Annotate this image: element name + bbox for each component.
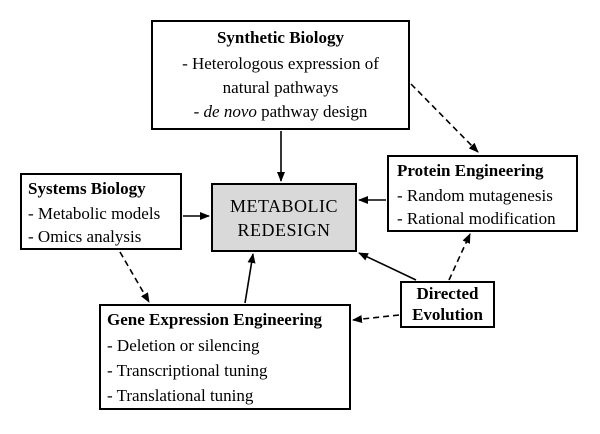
protein-engineering-item-1: - Random mutagenesis <box>397 186 553 205</box>
metabolic-redesign-line-1: METABOLIC <box>229 196 339 216</box>
metabolic-redesign-line-2: REDESIGN <box>237 220 331 240</box>
protein-engineering-title: Protein Engineering <box>397 161 544 180</box>
arrow-gene-to-metabolic <box>244 253 256 304</box>
gene-expression-engineering-box: Gene Expression Engineering - Deletion o… <box>99 304 351 410</box>
gene-expression-engineering-item-3: - Translational tuning <box>107 386 254 405</box>
protein-engineering-box: Protein Engineering - Random mutagenesis… <box>387 155 578 232</box>
directed-evolution-box: Directed Evolution <box>400 281 495 328</box>
metabolic-redesign-box: METABOLIC REDESIGN <box>211 183 357 252</box>
gene-expression-engineering-item-2: - Transcriptional tuning <box>107 361 268 380</box>
synthetic-biology-box: Synthetic Biology - Heterologous express… <box>151 20 410 130</box>
systems-biology-box: Systems Biology - Metabolic models - Omi… <box>20 173 182 250</box>
systems-biology-item-2: - Omics analysis <box>28 227 142 246</box>
directed-evolution-line-2: Evolution <box>412 305 483 324</box>
arrow-directed-to-gene <box>352 314 400 324</box>
synthetic-biology-item-2-prefix: - <box>193 102 204 121</box>
synthetic-biology-item-1-line-1: - Heterologous expression of <box>182 54 379 73</box>
arrow-directed-to-metabolic <box>358 252 417 281</box>
systems-biology-title: Systems Biology <box>28 179 146 198</box>
synthetic-biology-item-2-rest: pathway design <box>256 102 368 121</box>
synthetic-biology-item-2-italic: de novo <box>203 102 257 121</box>
synthetic-biology-item-2: - de novo pathway design <box>153 102 408 122</box>
systems-biology-item-1: - Metabolic models <box>28 204 161 223</box>
directed-evolution-line-1: Directed <box>416 284 479 303</box>
synthetic-biology-title: Synthetic Biology <box>216 28 345 47</box>
arrow-synthetic-to-protein <box>410 83 479 153</box>
arrow-systems-to-gene <box>119 251 150 303</box>
gene-expression-engineering-item-1: - Deletion or silencing <box>107 336 260 355</box>
synthetic-biology-item-1-line-2: natural pathways <box>222 78 339 97</box>
protein-engineering-item-2: - Rational modification <box>397 209 556 228</box>
arrow-directed-to-protein <box>448 233 471 281</box>
gene-expression-engineering-title: Gene Expression Engineering <box>107 310 323 329</box>
